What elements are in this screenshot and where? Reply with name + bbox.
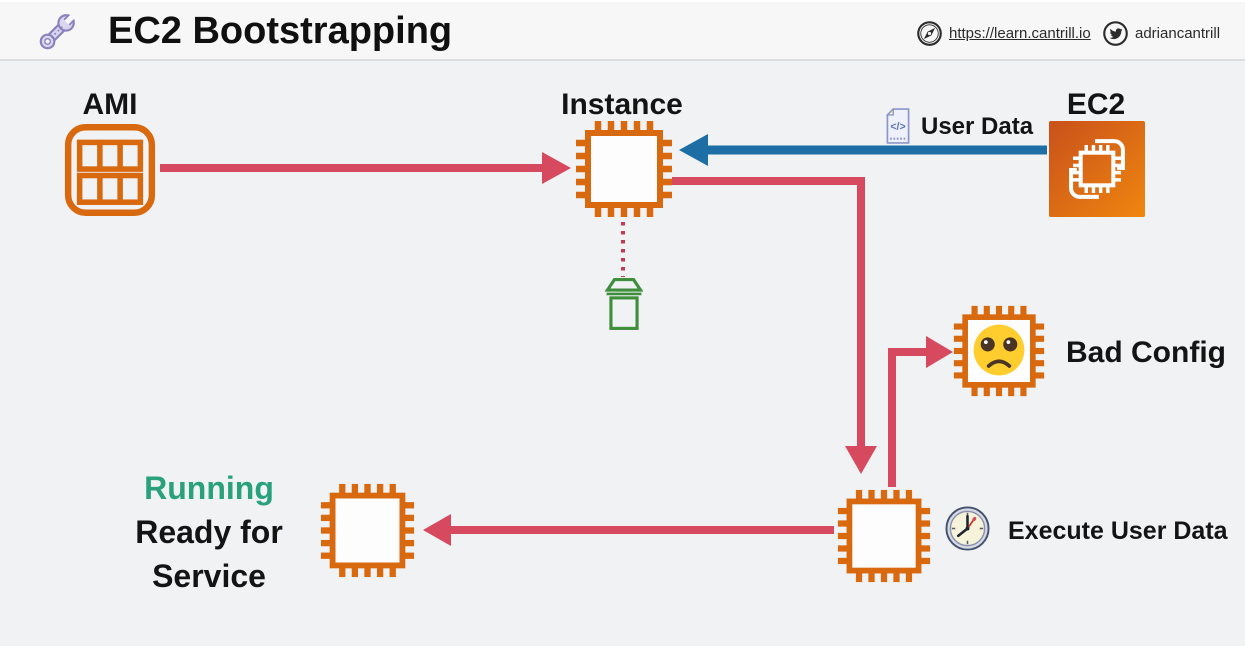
service-text: Service	[152, 558, 266, 594]
svg-text:</>: </>	[890, 121, 905, 133]
running-status-block: Running Ready for Service	[135, 466, 283, 598]
running-status-text: Running	[144, 470, 274, 506]
header: EC2 Bootstrapping https://learn.cantrill…	[0, 2, 1245, 61]
instance-cpu-chip-icon	[574, 119, 674, 219]
running-cpu-chip-icon	[319, 482, 416, 579]
instance-label: Instance	[561, 88, 683, 121]
compass-icon	[917, 21, 942, 46]
twitter-icon	[1103, 21, 1128, 46]
twitter-handle[interactable]: adriancantrill	[1135, 25, 1221, 42]
site-link[interactable]: https://learn.cantrill.io	[949, 25, 1091, 42]
wrench-icon	[39, 13, 76, 50]
ami-icon	[64, 124, 156, 216]
execute-cpu-chip-icon	[836, 488, 932, 584]
bucket-icon	[604, 278, 644, 330]
bad-config-chip-icon	[952, 304, 1046, 398]
clock-icon	[945, 506, 990, 551]
ec2-label: EC2	[1066, 88, 1126, 121]
bad-config-label: Bad Config	[1066, 336, 1226, 369]
site-link-group: https://learn.cantrill.io	[917, 21, 1091, 46]
ec2-service-icon	[1049, 121, 1145, 217]
ami-label: AMI	[82, 88, 138, 121]
code-file-icon: </>	[885, 108, 910, 144]
sad-face-icon	[973, 324, 1025, 376]
page-title: EC2 Bootstrapping	[108, 10, 453, 52]
twitter-group: adriancantrill	[1103, 21, 1220, 46]
user-data-label: User Data	[921, 113, 1034, 140]
ready-for-text: Ready for	[135, 514, 283, 550]
execute-user-data-label: Execute User Data	[1008, 517, 1228, 545]
